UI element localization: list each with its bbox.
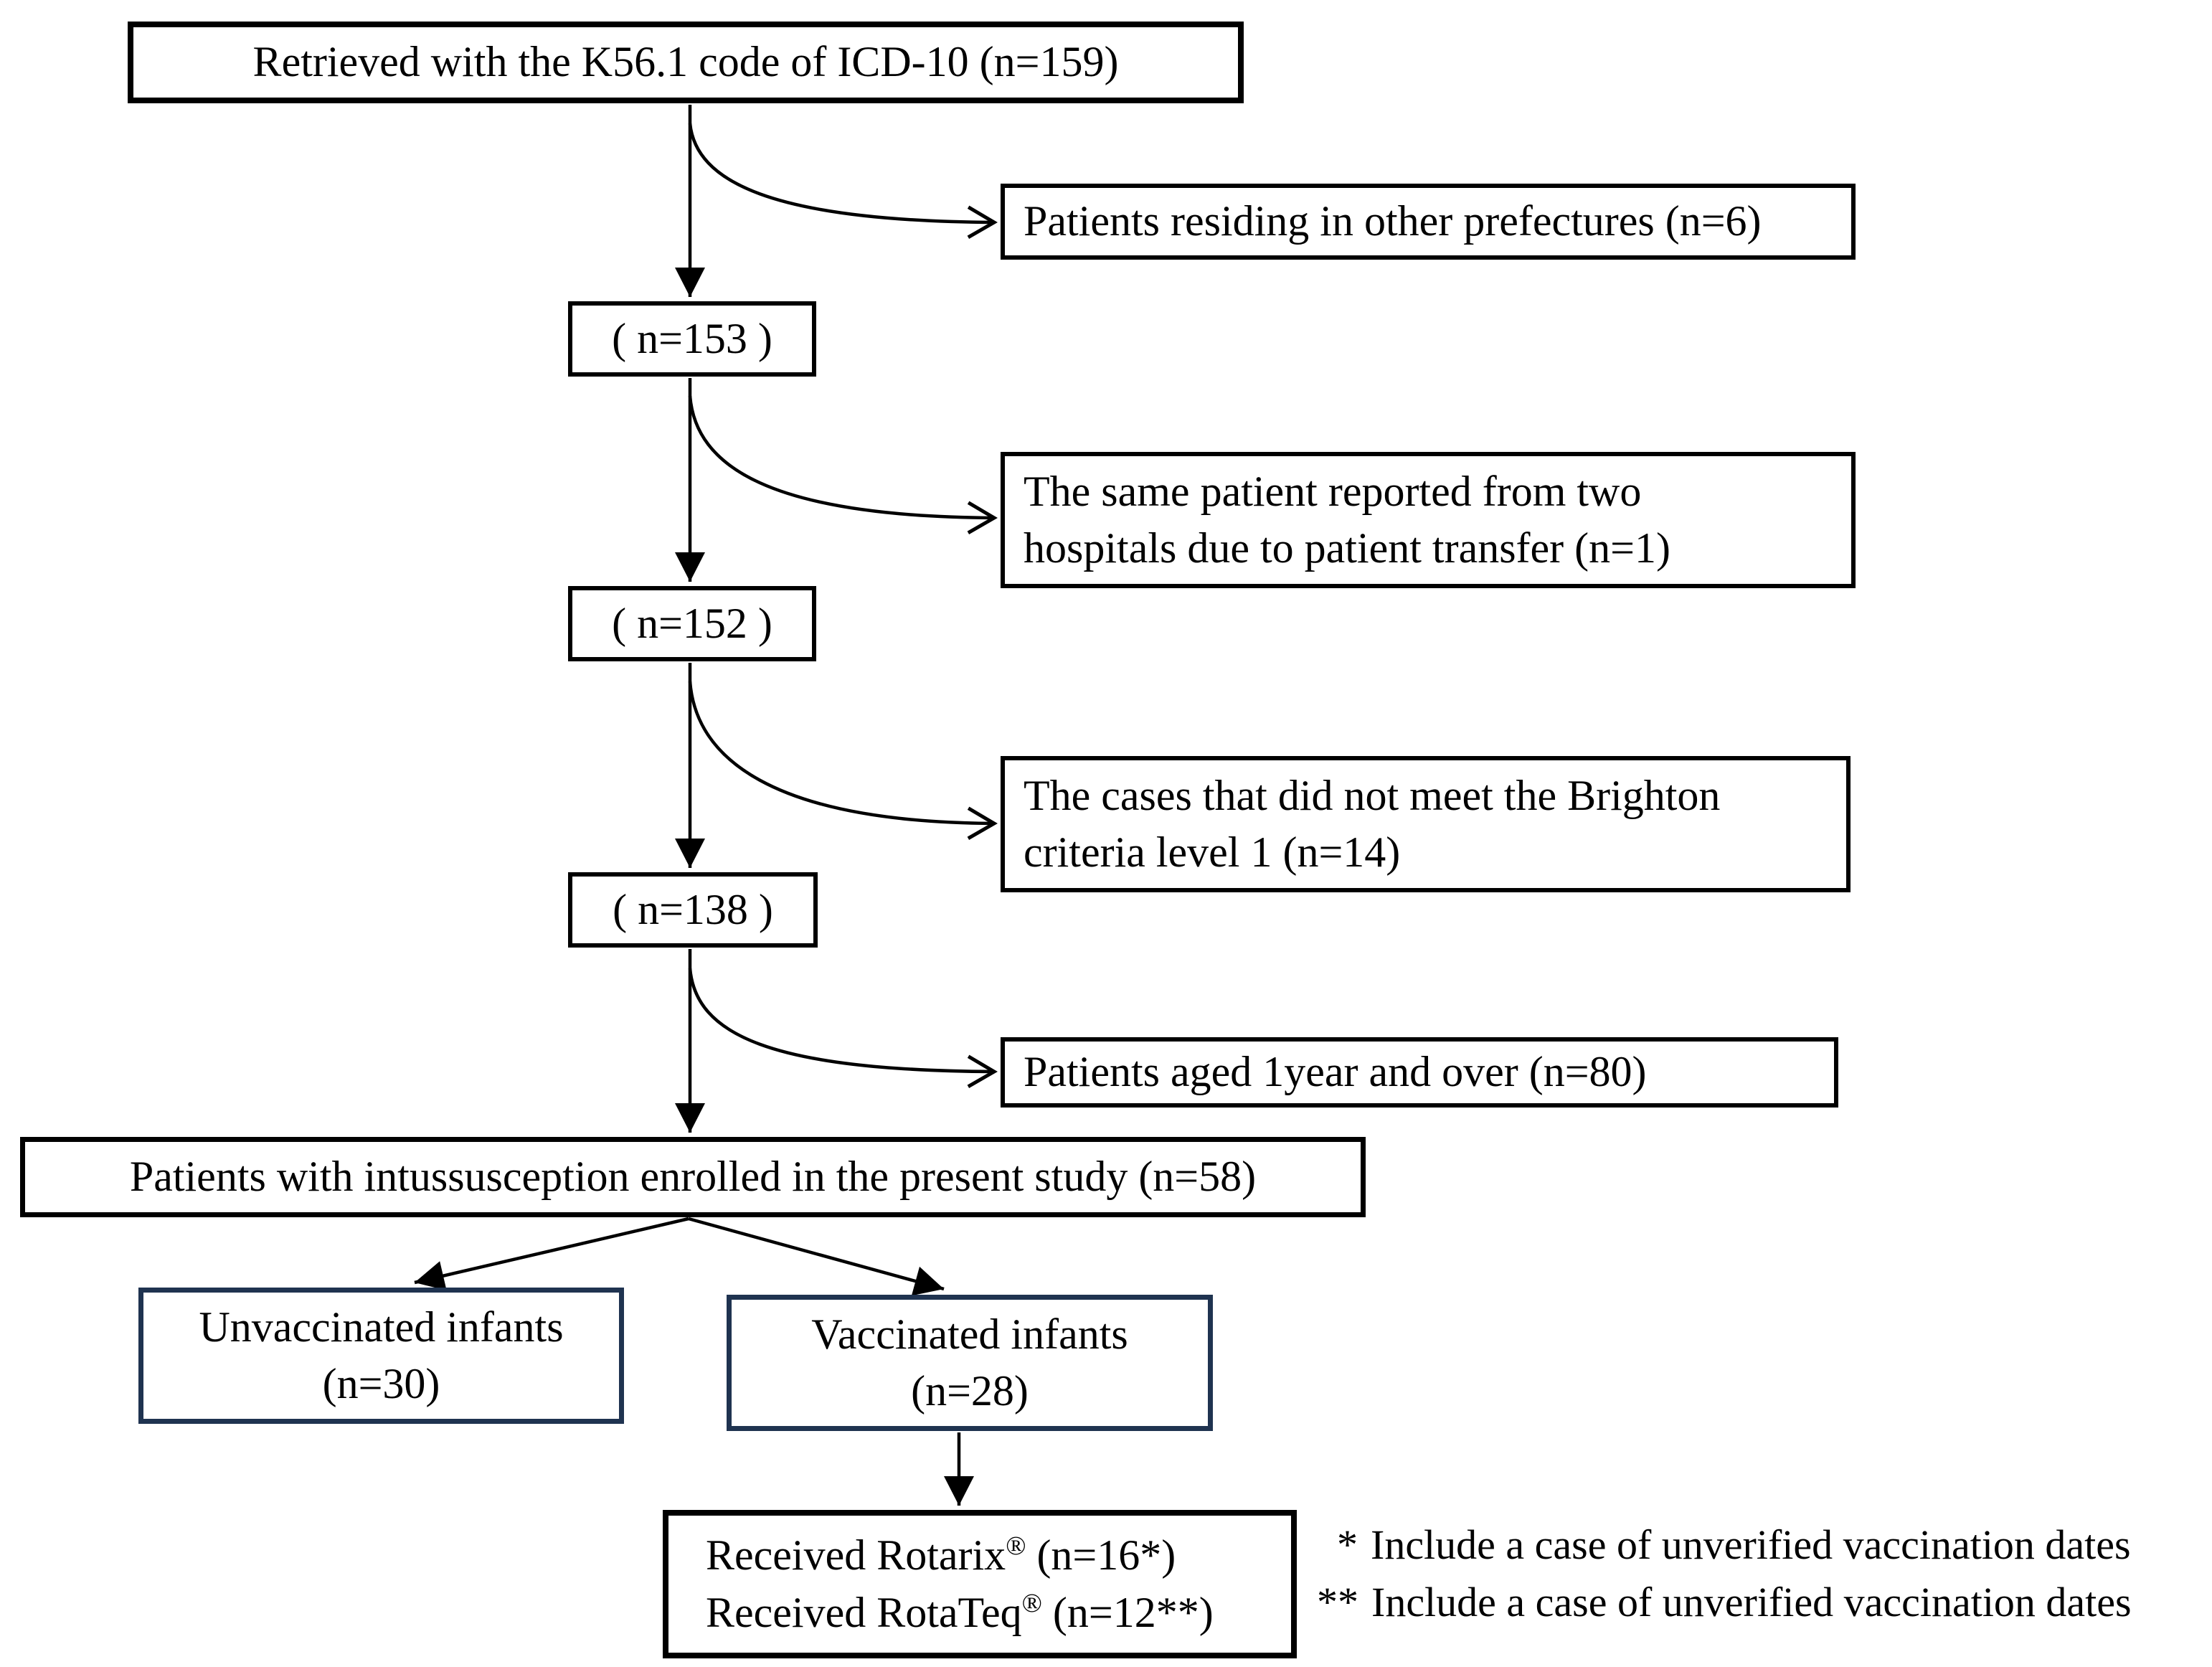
box-vaccinated-line1: Vaccinated infants bbox=[811, 1310, 1128, 1358]
footnote-rotarix-text: Include a case of unverified vaccination… bbox=[1371, 1521, 2131, 1568]
arrow-branch-transfer bbox=[688, 395, 998, 534]
box-excluded-brighton: The cases that did not meet the Brighton… bbox=[1001, 756, 1851, 892]
box-count-n138: ( n=138 ) bbox=[568, 872, 818, 948]
footnote-double-asterisk: ** bbox=[1317, 1579, 1358, 1625]
box-unvaccinated-line2: (n=30) bbox=[322, 1360, 440, 1407]
box-excluded-transfer: The same patient reported from two hospi… bbox=[1001, 452, 1856, 588]
registered-trademark-icon: ® bbox=[1006, 1531, 1026, 1562]
arrow-branch-prefectures bbox=[688, 123, 998, 239]
arrow-branch-age bbox=[688, 968, 998, 1088]
footnote-rotateq-text: Include a case of unverified vaccination… bbox=[1371, 1579, 2132, 1625]
box-enrolled: Patients with intussusception enrolled i… bbox=[20, 1137, 1366, 1217]
box-unvaccinated-line1: Unvaccinated infants bbox=[199, 1303, 564, 1351]
box-received-vaccines: Received Rotarix® (n=16*) Received RotaT… bbox=[663, 1510, 1297, 1658]
box-enrolled-label: Patients with intussusception enrolled i… bbox=[129, 1153, 1257, 1201]
box-count-n152-label: ( n=152 ) bbox=[612, 599, 772, 647]
box-count-n138-label: ( n=138 ) bbox=[613, 885, 773, 933]
box-excluded-prefectures: Patients residing in other prefectures (… bbox=[1001, 184, 1856, 260]
box-retrieved-icd10-label: Retrieved with the K56.1 code of ICD-10 … bbox=[252, 38, 1119, 86]
footnote-asterisk: * bbox=[1337, 1521, 1358, 1568]
footnote-rotarix: * Include a case of unverified vaccinatio… bbox=[1337, 1521, 2131, 1569]
box-vaccinated: Vaccinated infants (n=28) bbox=[727, 1295, 1213, 1431]
box-count-n153-label: ( n=153 ) bbox=[612, 314, 772, 362]
arrow-branch-brighton bbox=[688, 681, 998, 840]
footnote-rotateq: ** Include a case of unverified vaccinati… bbox=[1317, 1578, 2132, 1626]
box-retrieved-icd10: Retrieved with the K56.1 code of ICD-10 … bbox=[128, 22, 1244, 103]
box-vaccinated-line2: (n=28) bbox=[911, 1367, 1029, 1415]
box-excluded-transfer-line2: hospitals due to patient transfer (n=1) bbox=[1024, 524, 1670, 572]
registered-trademark-icon: ® bbox=[1021, 1588, 1042, 1618]
box-count-n152: ( n=152 ) bbox=[568, 586, 816, 661]
arrow-fork-unvaccinated bbox=[414, 1217, 689, 1291]
box-unvaccinated: Unvaccinated infants (n=30) bbox=[138, 1288, 624, 1424]
box-excluded-age: Patients aged 1year and over (n=80) bbox=[1001, 1037, 1838, 1108]
box-count-n153: ( n=153 ) bbox=[568, 301, 816, 377]
arrow-fork-vaccinated bbox=[688, 1217, 945, 1296]
received-rotarix-line: Received Rotarix® (n=16*) bbox=[706, 1531, 1176, 1579]
box-excluded-brighton-line1: The cases that did not meet the Brighton bbox=[1024, 771, 1721, 819]
box-excluded-brighton-line2: criteria level 1 (n=14) bbox=[1024, 828, 1401, 876]
box-excluded-transfer-line1: The same patient reported from two bbox=[1024, 467, 1642, 515]
received-rotateq-line: Received RotaTeq® (n=12**) bbox=[706, 1588, 1214, 1636]
box-excluded-age-label: Patients aged 1year and over (n=80) bbox=[1024, 1048, 1647, 1096]
box-excluded-prefectures-label: Patients residing in other prefectures (… bbox=[1024, 197, 1762, 245]
